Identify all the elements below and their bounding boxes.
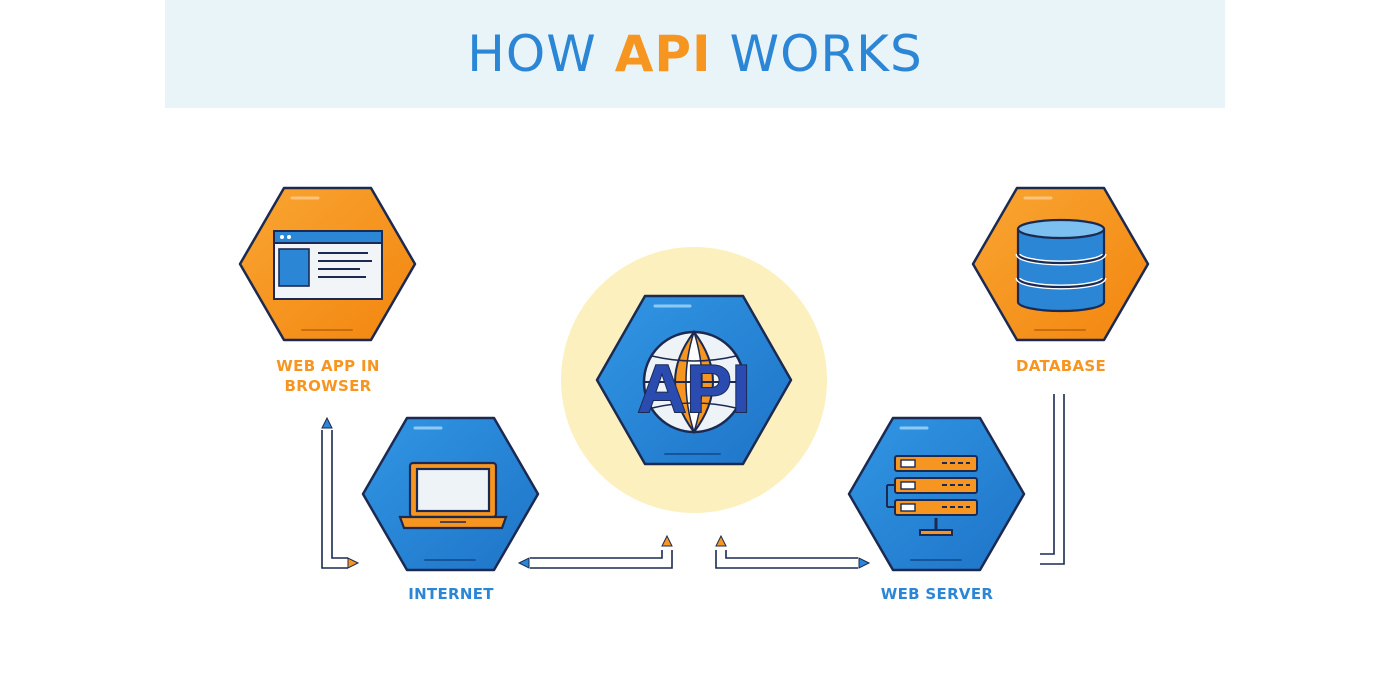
page-title: HOW API WORKS — [467, 25, 922, 83]
internet-label: INTERNET — [408, 585, 494, 603]
api-node: API — [595, 294, 793, 466]
globe-icon — [642, 329, 746, 435]
web-app-node — [238, 186, 417, 342]
server-rack-icon — [886, 455, 978, 536]
connector-web-server-database — [1040, 394, 1065, 565]
connector-api-web-server — [715, 534, 871, 569]
database-node — [971, 186, 1150, 342]
title-banner: HOW API WORKS — [165, 0, 1225, 108]
title-word-api: API — [614, 25, 712, 83]
title-word-how: HOW — [467, 25, 597, 83]
laptop-icon — [398, 461, 508, 530]
connector-web-app-internet — [321, 416, 360, 569]
api-label: API — [637, 351, 750, 427]
internet-node — [361, 416, 540, 572]
web-server-node — [847, 416, 1026, 572]
database-label: DATABASE — [1015, 357, 1107, 375]
database-icon — [1015, 218, 1107, 313]
title-word-works: WORKS — [729, 25, 923, 83]
web-server-label: WEB SERVER — [880, 585, 994, 603]
browser-window-icon — [273, 230, 383, 300]
connector-internet-api — [517, 534, 673, 569]
web-app-label: WEB APP IN BROWSER — [276, 357, 380, 395]
